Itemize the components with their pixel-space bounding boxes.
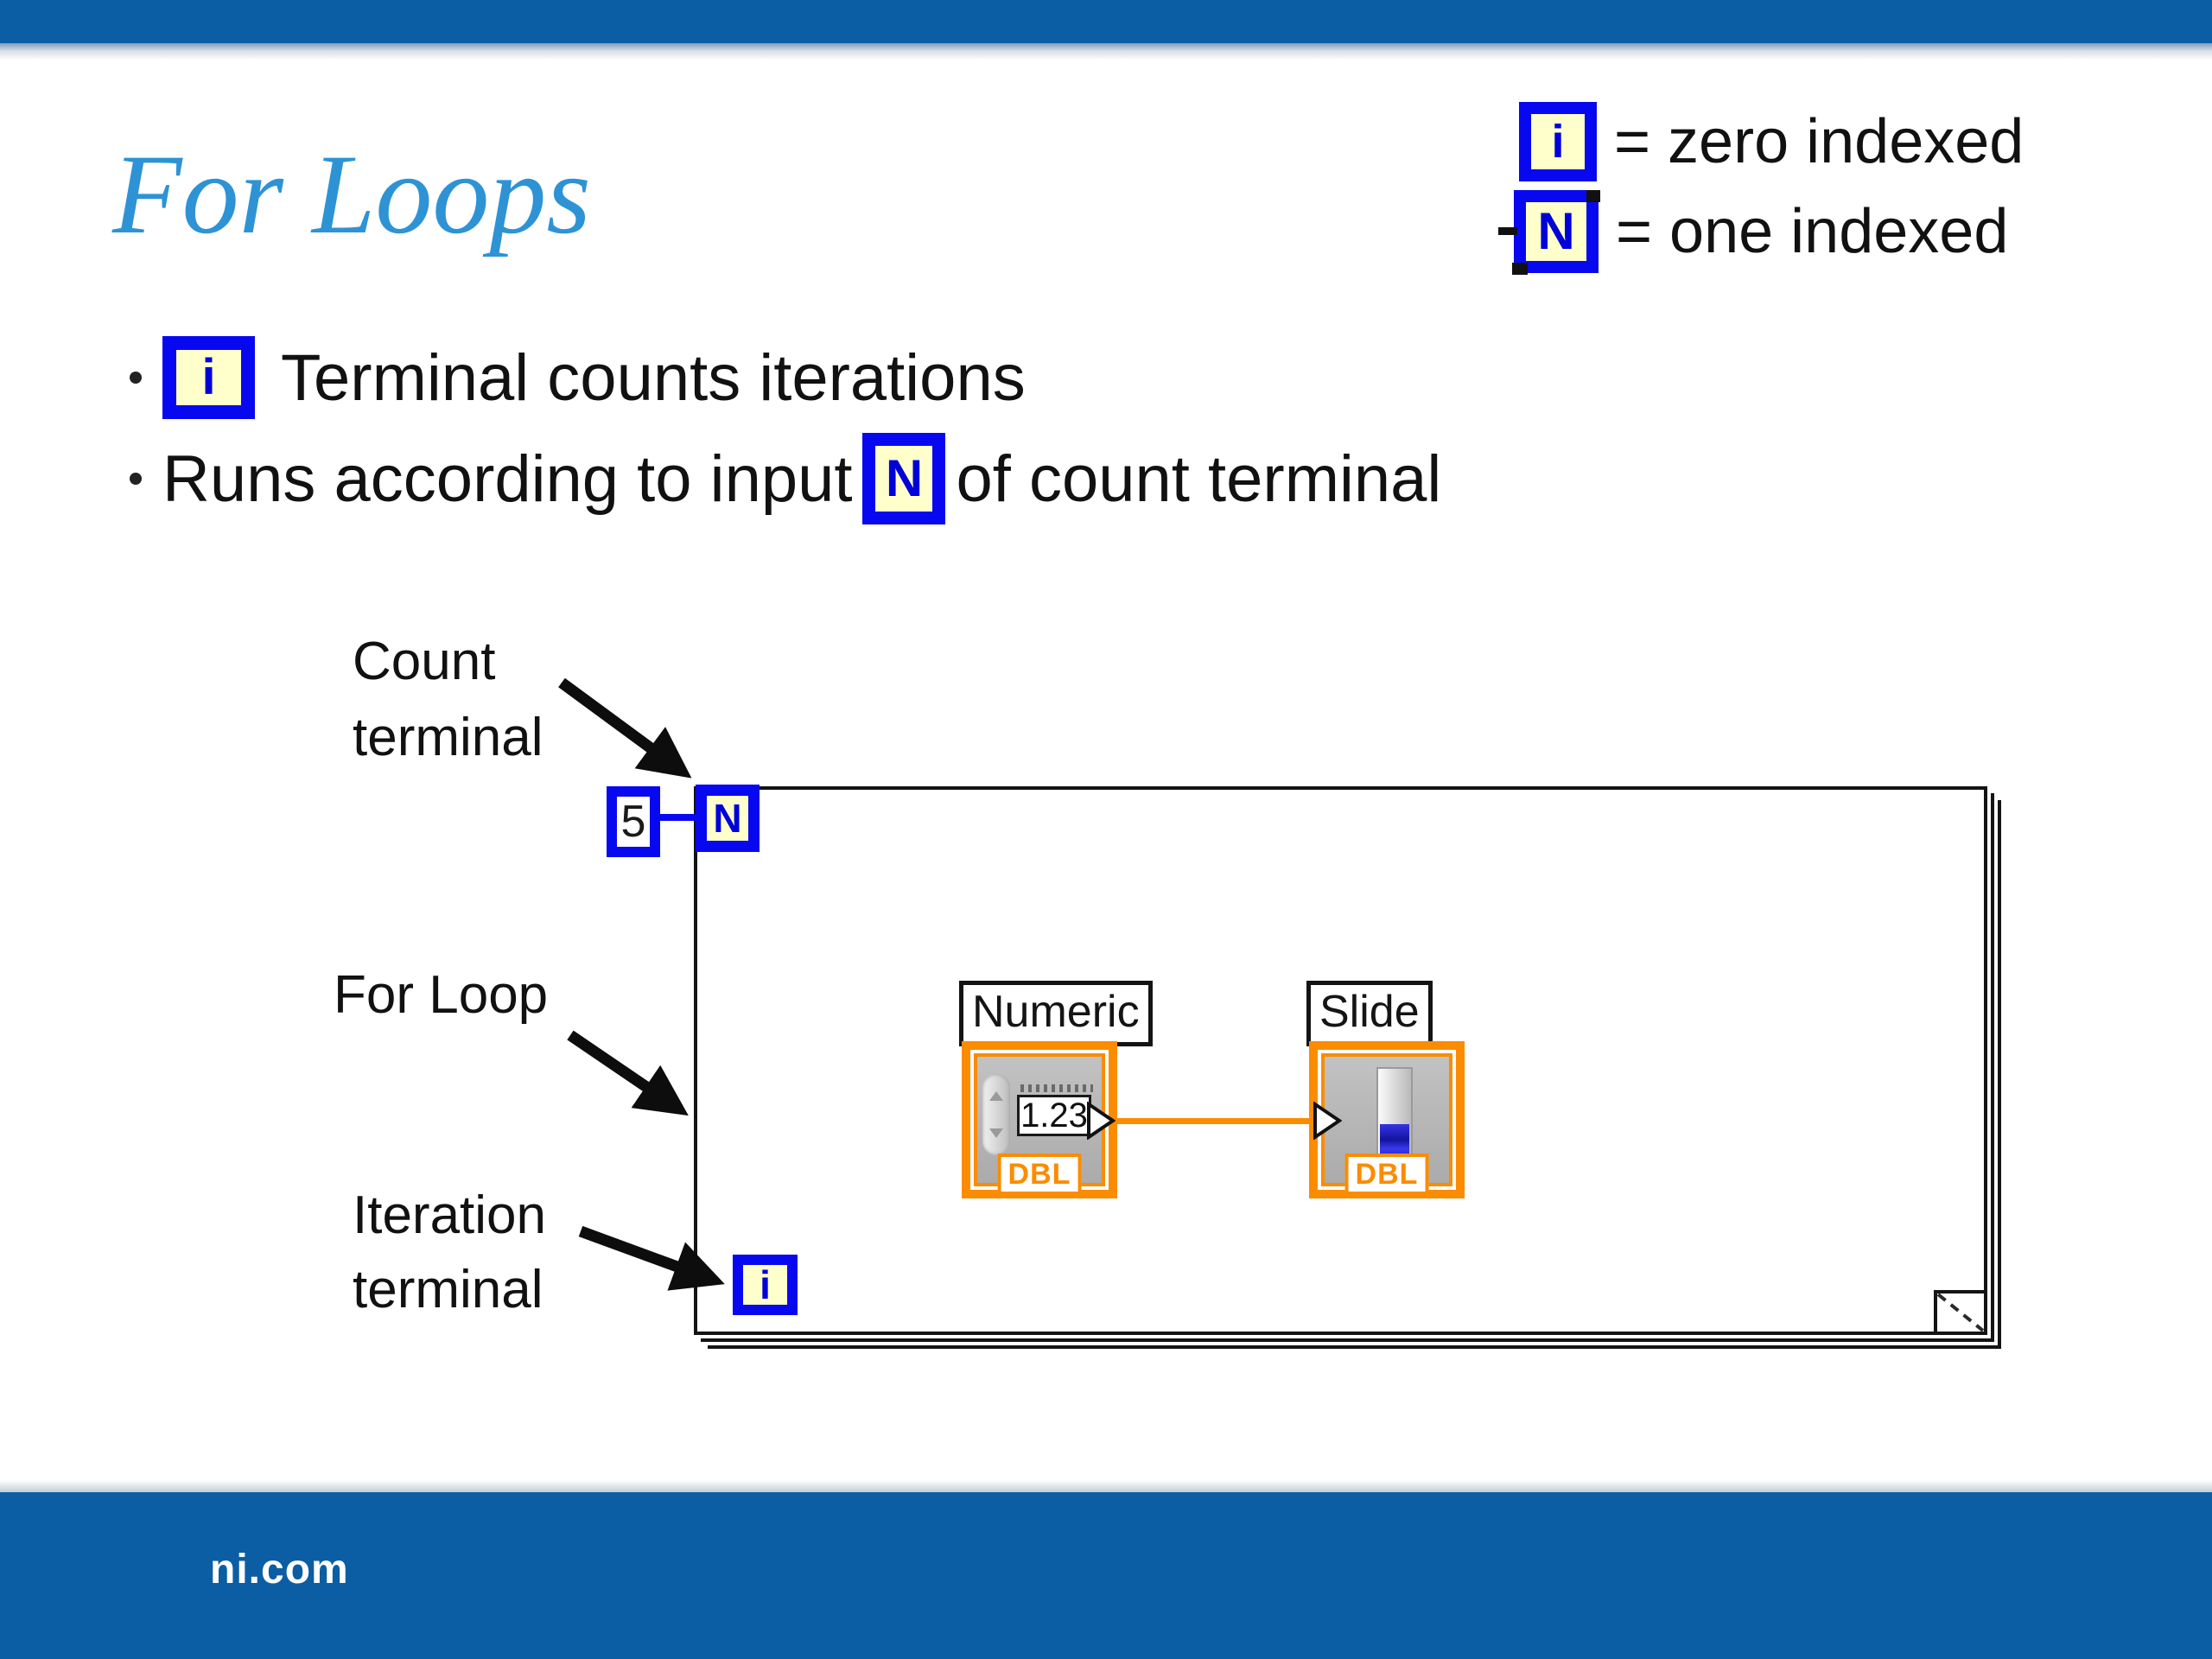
bullet-text-post: of count terminal [956,442,1442,516]
count-constant: 5 [607,786,660,857]
increment-spinner-icon [982,1074,1010,1155]
for-loop-label: For Loop [334,965,549,1025]
for-loop-arrow [567,1030,689,1116]
selection-tick-icon [1586,190,1600,202]
page-fold-corner-icon [1934,1290,1985,1332]
output-terminal-icon [1087,1102,1116,1140]
numeric-value: 1.23 [1017,1095,1091,1136]
ni-com-logo: ni.com [210,1547,349,1592]
slide-node-label: Slide [1306,981,1433,1047]
fold-diagonal [1936,1293,1985,1332]
selection-tick-icon [1512,263,1528,275]
bullet-dot-icon [130,473,142,485]
bullet-text: Terminal counts iterations [281,340,1026,415]
count-terminal-arrow [558,677,692,779]
count-terminal-glyph: N [713,796,742,841]
iteration-terminal-label-line2: terminal [353,1260,543,1319]
numeric-node-label: Numeric [959,981,1153,1047]
dbl-datatype-badge: DBL [997,1154,1082,1195]
iteration-terminal-arrow [578,1225,725,1291]
bullet-terminal-counts: i Terminal counts iterations [130,335,1026,420]
top-bar-shadow [0,43,2212,60]
bullet-dot-icon [130,372,142,384]
count-terminal-icon: N [1498,190,1600,275]
bullet-runs-according: Runs according to input N of count termi… [130,432,1441,525]
count-terminal-label: Count terminal [353,624,543,776]
bottom-blue-bar [0,1492,2212,1659]
legend-zero-indexed-label: = zero indexed [1614,107,2024,176]
legend-row-zero-indexed: i = zero indexed [1519,102,2024,181]
count-wire [660,814,696,821]
top-blue-bar [0,0,2212,43]
count-terminal-icon: N [862,433,946,524]
wire-stub-icon [1498,227,1517,235]
legend-row-one-indexed: N = one indexed [1498,190,2009,275]
dbl-datatype-badge: DBL [1344,1154,1429,1195]
legend-one-indexed-label: = one indexed [1616,197,2009,266]
iteration-terminal-icon: i [733,1255,798,1315]
numeric-control-node: 1.23 DBL [962,1041,1117,1198]
spin-down-icon [989,1128,1003,1138]
iteration-terminal-label-line1: Iteration [353,1185,547,1245]
bottom-bar-shadow [0,1480,2212,1492]
iteration-terminal-icon: i [162,336,255,419]
count-terminal-label-line1: Count [353,632,496,691]
count-terminal-icon: N [696,785,760,852]
count-terminal-glyph: N [885,449,924,507]
page-title: For Loops [112,130,591,257]
digit-ticks-icon [1020,1084,1093,1092]
count-terminal-label-line2: terminal [353,708,543,767]
count-terminal-glyph: N [1537,202,1575,260]
bullet-text-pre: Runs according to input [162,442,853,516]
input-terminal-icon [1313,1102,1342,1140]
iteration-terminal-glyph: i [760,1262,771,1307]
iteration-terminal-label: Iteration terminal [353,1179,546,1327]
iteration-terminal-glyph: i [201,349,216,405]
iteration-terminal-icon: i [1519,102,1597,181]
loop-stack-frame [708,800,2001,1349]
spin-up-icon [989,1091,1003,1101]
data-wire [1117,1118,1309,1124]
slide-indicator-node: DBL [1309,1041,1465,1198]
loop-stack-frame [701,793,1994,1342]
iteration-terminal-glyph: i [1551,116,1565,168]
